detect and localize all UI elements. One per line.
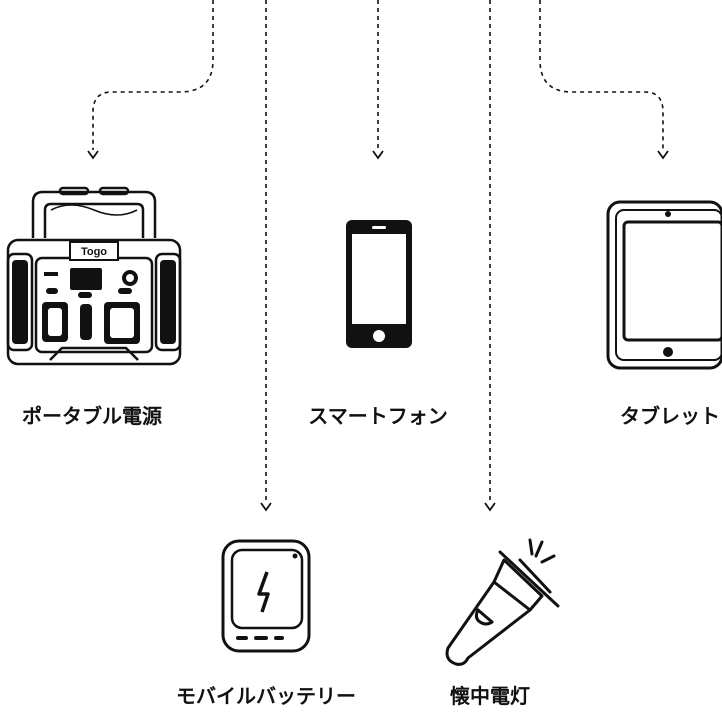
device-label-portable-power: ポータブル電源: [22, 404, 162, 428]
arrowhead-power-bank: [260, 502, 272, 512]
device-label-smartphone: スマートフォン: [308, 404, 448, 428]
smartphone-icon: [346, 220, 412, 348]
arrowhead-flashlight: [484, 502, 496, 512]
flashlight-icon: [445, 538, 560, 666]
connector-to-tablet: [539, 0, 664, 150]
connector-to-portable-power: [92, 0, 214, 150]
arrowhead-portable-power: [87, 150, 99, 160]
brand-mark-text: Togo: [81, 246, 107, 258]
device-label-flashlight: 懐中電灯: [450, 684, 530, 708]
arrowhead-smartphone: [372, 150, 384, 160]
power-bank-icon: [221, 539, 311, 653]
arrowhead-tablet: [657, 150, 669, 160]
device-label-power-bank: モバイルバッテリー: [176, 684, 356, 708]
portable-power-station-icon: Togo: [6, 186, 182, 366]
tablet-icon: [606, 200, 722, 370]
device-label-tablet: タブレット: [620, 404, 720, 428]
